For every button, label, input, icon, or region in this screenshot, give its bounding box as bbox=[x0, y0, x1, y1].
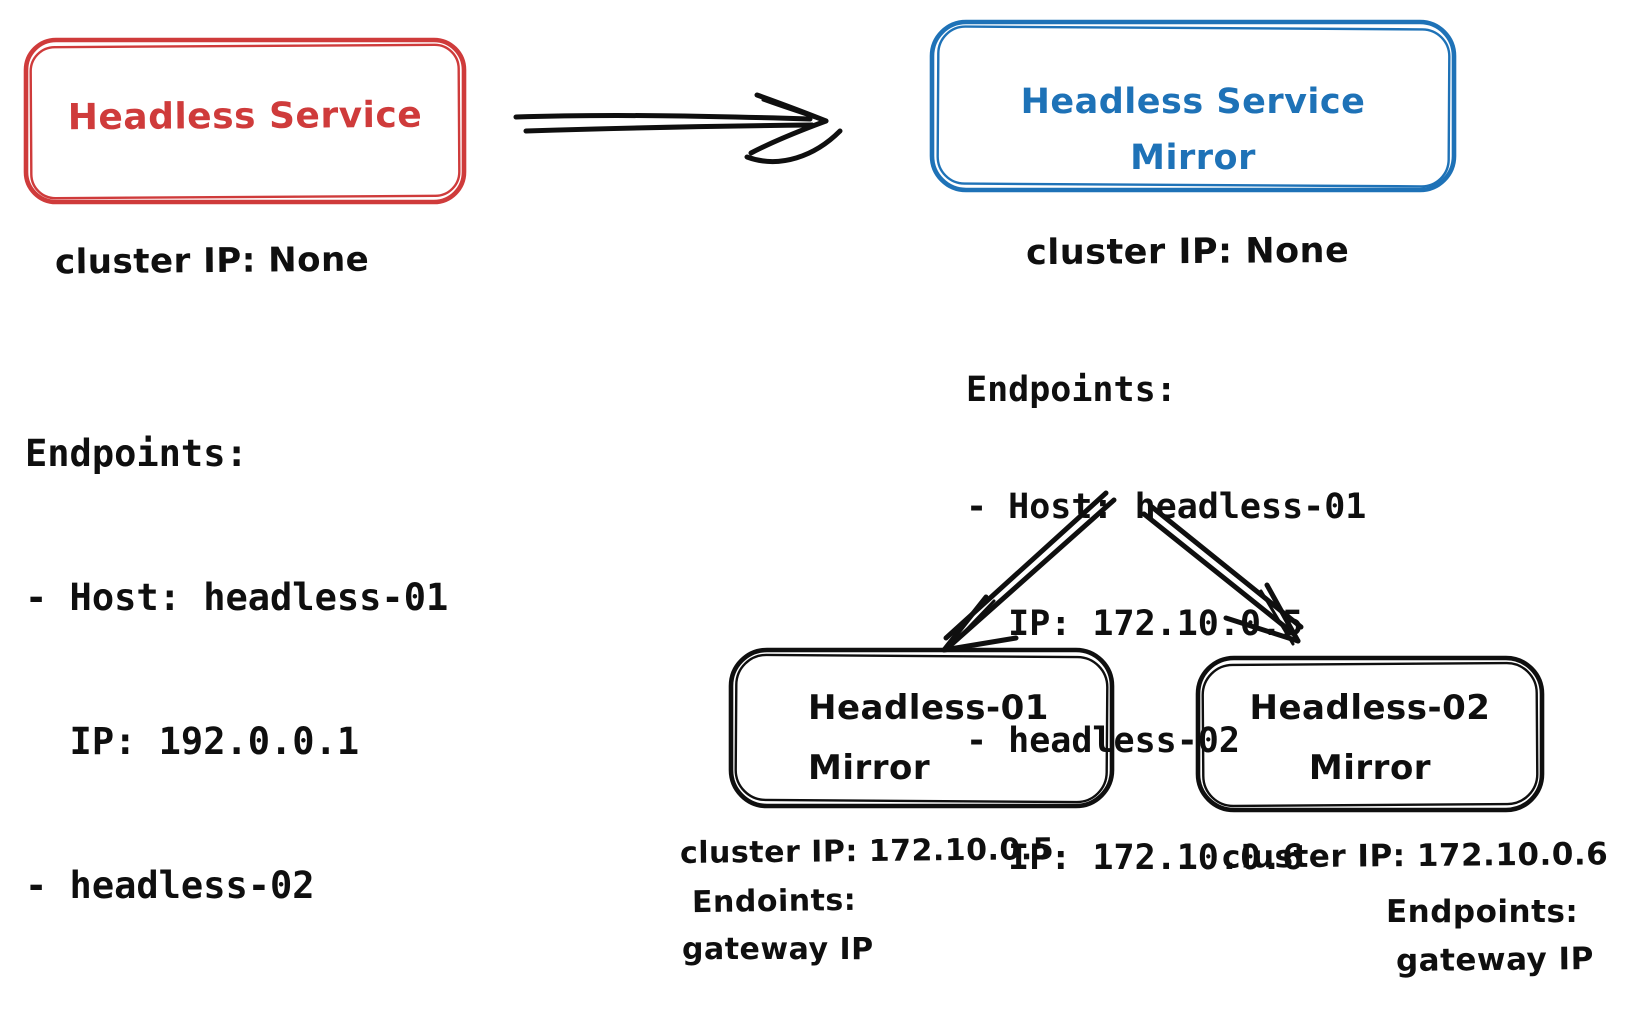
endpoint-arrow-01-head bbox=[948, 599, 996, 649]
endpoint-arrow-02-head bbox=[1264, 582, 1301, 644]
endpoint-arrow-01-head bbox=[941, 635, 1019, 653]
endpoint-arrow-02-line bbox=[1149, 504, 1304, 630]
mirror-service-box-outline bbox=[929, 19, 1457, 193]
source-service-box-sketch-stroke bbox=[29, 43, 461, 200]
endpoint-arrow-02 bbox=[1141, 504, 1304, 646]
mirror-pod-02-cluster-ip-label: cluster IP: 172.10.0.6 bbox=[1221, 836, 1609, 876]
source-endpoints-line: IP: 192.0.0.2 bbox=[25, 1006, 448, 1010]
mirror-endpoints-line: - Host: headless-01 bbox=[966, 487, 1367, 527]
source-endpoints-line: - Host: headless-01 bbox=[25, 576, 449, 619]
mirror-arrow-head bbox=[748, 118, 829, 156]
mirror-endpoints-line: IP: 172.10.0.5 bbox=[966, 604, 1304, 644]
source-endpoints-block: Endpoints: - Host: headless-01 IP: 192.0… bbox=[25, 334, 448, 1010]
mirror-cluster-ip-label: cluster IP: None bbox=[1025, 230, 1350, 274]
source-service-box bbox=[23, 37, 467, 205]
mirror-pod-02-box bbox=[1195, 655, 1545, 813]
mirror-endpoints-line: IP: 172.10.0.6 bbox=[966, 838, 1304, 878]
mirror-pod-01-box bbox=[728, 647, 1115, 809]
mirror-pod-01-title: Headless-01 Mirror bbox=[808, 678, 1049, 798]
mirror-arrow-head bbox=[744, 128, 843, 165]
source-endpoints-line: IP: 192.0.0.1 bbox=[25, 720, 360, 763]
mirror-pod-01-gateway-label: gateway IP bbox=[682, 932, 874, 967]
endpoint-arrow-01 bbox=[941, 490, 1117, 653]
mirror-endpoints-line: Endpoints: bbox=[966, 370, 1177, 410]
mirror-pod-02-endpoints-label: Endpoints: bbox=[1386, 894, 1579, 930]
mirror-arrow-line bbox=[513, 113, 813, 122]
endpoint-arrow-01-line bbox=[949, 497, 1117, 647]
source-endpoints-line: - headless-02 bbox=[25, 864, 315, 907]
source-service-box-outline bbox=[23, 37, 467, 205]
mirror-service-box-sketch-stroke bbox=[936, 25, 1451, 188]
source-cluster-ip-label: cluster IP: None bbox=[54, 239, 370, 283]
source-endpoints-line: Endpoints: bbox=[25, 432, 248, 475]
endpoint-arrow-02-line bbox=[1141, 511, 1297, 637]
source-service-title: Headless Service bbox=[67, 94, 423, 139]
mirror-endpoints-block: Endpoints: - Host: headless-01 IP: 172.1… bbox=[966, 293, 1366, 956]
mirror-pod-01-title-line1: Headless-01 bbox=[808, 688, 1049, 728]
mirror-service-box bbox=[929, 19, 1457, 193]
mirror-pod-02-title: Headless-02 Mirror bbox=[1197, 678, 1543, 798]
mirror-endpoints-line: - headless-02 bbox=[966, 721, 1240, 761]
endpoint-arrow-01-head bbox=[941, 594, 989, 653]
mirror-pod-01-cluster-ip-label: cluster IP: 172.10.0.5 bbox=[679, 832, 1055, 871]
mirror-arrow bbox=[513, 92, 843, 165]
endpoint-arrow-02-head bbox=[1223, 615, 1301, 644]
mirror-service-title-line1: Headless Service bbox=[1020, 82, 1366, 122]
mirror-pod-02-box-sketch-stroke bbox=[1201, 661, 1539, 808]
mirror-pod-02-title-line1: Headless-02 bbox=[1249, 688, 1491, 728]
mirror-pod-01-box-outline bbox=[728, 647, 1115, 809]
mirror-pod-01-endpoints-label: Endoints: bbox=[691, 882, 857, 921]
mirror-pod-01-title-line2: Mirror bbox=[808, 748, 931, 788]
mirror-pod-01-box-sketch-stroke bbox=[734, 653, 1109, 804]
mirror-pod-02-gateway-label: gateway IP bbox=[1395, 940, 1594, 980]
mirror-arrow-head bbox=[761, 98, 821, 121]
mirror-pod-02-title-line2: Mirror bbox=[1308, 748, 1432, 788]
mirror-service-title-line2: Mirror bbox=[1130, 138, 1256, 178]
mirror-arrow-line bbox=[523, 122, 815, 134]
mirror-pod-02-box-outline bbox=[1195, 655, 1545, 813]
mirror-service-title: Headless Service Mirror bbox=[932, 74, 1454, 186]
